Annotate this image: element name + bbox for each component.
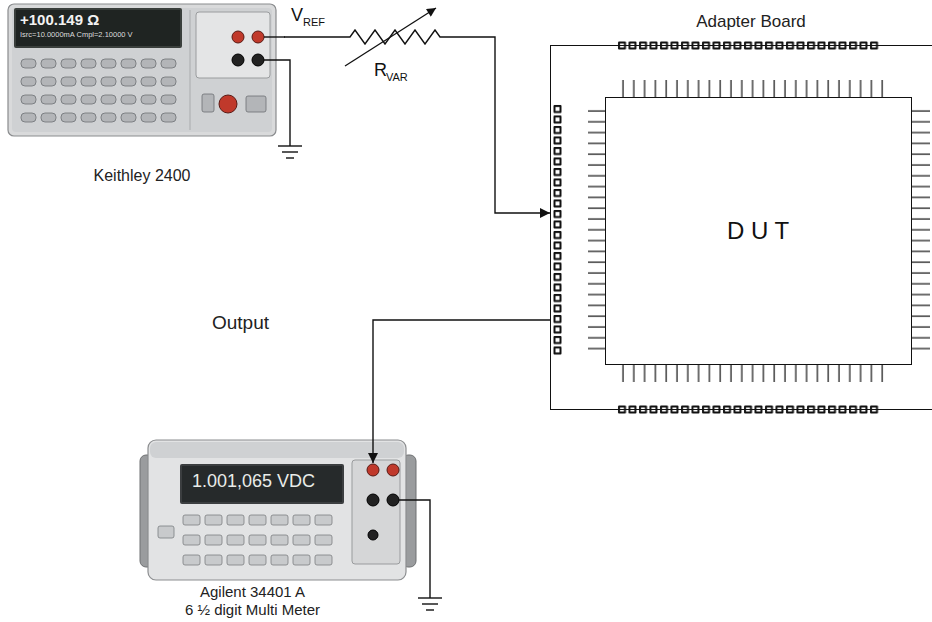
terminal-panel <box>352 460 400 564</box>
ground-symbol <box>418 597 442 598</box>
lead-row <box>618 80 888 97</box>
top-strip <box>150 442 404 458</box>
signal-subscript: REF <box>303 16 325 29</box>
ground-wire <box>399 500 430 598</box>
signal-name: V <box>291 5 303 26</box>
caption-block: Agilent 34401 A6 ½ digit Multi Meter <box>145 583 360 619</box>
display-reading: 1.001,065 VDC <box>192 471 315 492</box>
ground-wire <box>264 60 290 146</box>
terminal-panel <box>196 12 270 78</box>
button-field <box>182 512 336 572</box>
terminal-jack <box>367 494 379 506</box>
connector-group <box>284 30 550 463</box>
terminal-jack <box>252 54 264 66</box>
source-meter-node: Keithley 2400 <box>8 2 284 188</box>
terminal-jack <box>232 54 244 66</box>
terminal-jack <box>368 530 378 540</box>
display-screen <box>182 466 342 502</box>
terminal-jack <box>387 494 399 506</box>
instrument-body <box>8 4 276 136</box>
instrument-body <box>148 440 406 580</box>
display-screen <box>16 10 180 46</box>
pin-row <box>617 41 879 51</box>
resistor-subscript: VAR <box>386 71 408 84</box>
dut-chip: D U T <box>605 97 912 365</box>
lead-row <box>912 106 930 354</box>
terminal-jack <box>387 464 399 476</box>
caption-block: Keithley 2400 <box>8 166 276 186</box>
multimeter-illustration <box>140 440 442 610</box>
adapter-board: Adapter BoardD U T <box>550 45 932 410</box>
node-label: 6 ½ digit Multi Meter <box>145 601 360 619</box>
ground-symbol <box>282 151 298 152</box>
display-status: Isrc=10.0000mA Cmpl=2.10000 V <box>20 31 133 40</box>
ground-symbol <box>278 145 302 146</box>
button-field <box>20 56 180 128</box>
pin-row <box>617 405 879 415</box>
power-button <box>158 526 174 538</box>
ground-symbol <box>426 609 434 610</box>
node-label: Adapter Board <box>551 12 932 32</box>
terminal-jack <box>367 464 379 476</box>
ground-symbol <box>422 603 438 604</box>
chip-leads <box>588 80 930 382</box>
node-label: Agilent 34401 A <box>145 583 360 601</box>
terminal-jack <box>252 31 264 43</box>
wire-connector <box>373 320 550 463</box>
wire-connector <box>284 30 550 213</box>
lead-row <box>618 365 888 382</box>
source-meter-illustration <box>8 4 302 158</box>
terminal-jack <box>232 31 244 43</box>
caption-block: Adapter Board <box>551 12 932 32</box>
front-panel <box>12 8 272 132</box>
resistor-name: R <box>374 60 387 81</box>
output-button <box>219 95 237 113</box>
signal-name: Output <box>212 312 269 334</box>
panel-button <box>246 96 266 112</box>
display-bezel <box>14 8 182 48</box>
pin-row <box>553 104 563 356</box>
lead-row <box>588 106 605 354</box>
display-bezel <box>180 464 344 504</box>
panel-button <box>202 94 214 112</box>
wire <box>264 36 285 37</box>
display-reading: +100.149 Ω <box>20 11 99 28</box>
node-label: Keithley 2400 <box>8 166 276 186</box>
ground-symbol <box>286 157 294 158</box>
node-label: D U T <box>727 217 789 245</box>
panel-divider <box>190 10 191 130</box>
